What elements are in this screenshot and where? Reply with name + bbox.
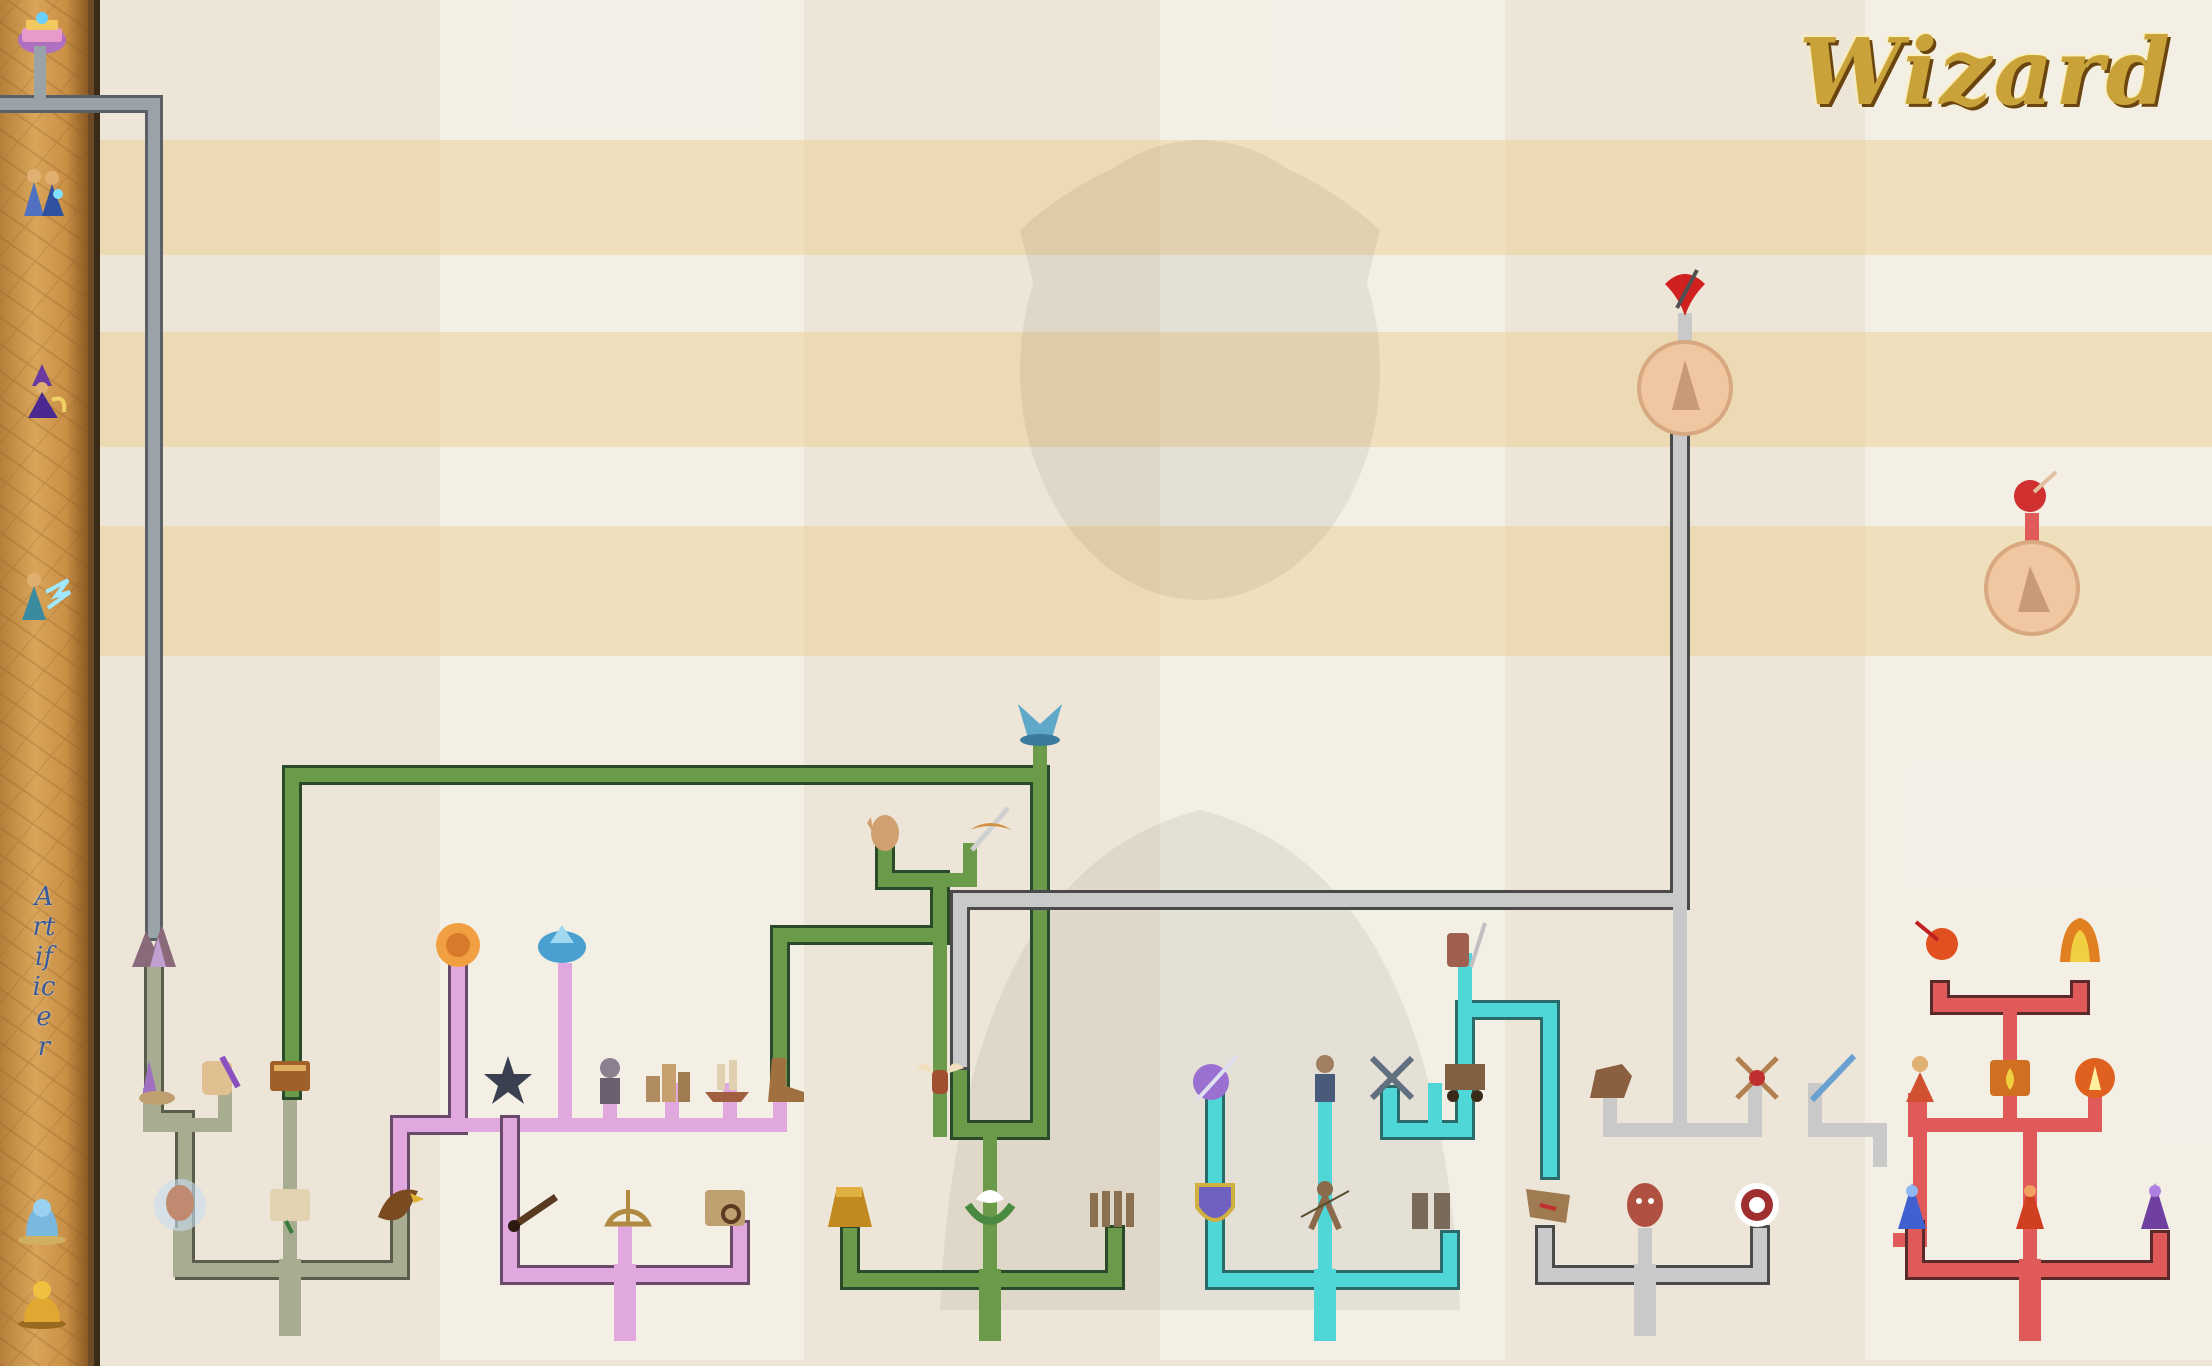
bald-sage-icon[interactable] (152, 1177, 208, 1233)
knight-icon[interactable] (1297, 1050, 1353, 1106)
flame-burst-icon[interactable] (1912, 914, 1968, 970)
gray-branch (0, 52, 154, 932)
shadow-statue-icon[interactable] (2127, 1177, 2183, 1233)
spyglass-icon[interactable] (504, 1180, 560, 1236)
fire-scroll-icon[interactable] (1982, 1050, 2038, 1106)
fire-orb-icon[interactable] (2067, 1050, 2123, 1106)
crystal-cave-icon[interactable] (126, 917, 182, 973)
white-branch (960, 320, 2032, 1325)
magic-shield-icon[interactable] (1187, 1177, 1243, 1233)
eagle-icon[interactable] (370, 1177, 426, 1233)
winged-fist-icon[interactable] (912, 1052, 968, 1108)
paladin-icon[interactable] (1437, 917, 1493, 973)
tome-icon[interactable] (262, 1047, 318, 1103)
olive-branch (150, 960, 400, 1325)
siege-cart-icon[interactable] (1437, 1050, 1493, 1106)
fleet-icon[interactable] (699, 1052, 755, 1108)
war-map-icon[interactable] (1520, 1177, 1576, 1233)
scout-icon[interactable] (582, 1052, 638, 1108)
fire-wand-icon[interactable] (2004, 466, 2060, 522)
ice-sword-icon[interactable] (1804, 1050, 1860, 1106)
purple-crystal-icon[interactable] (127, 1052, 183, 1108)
horse-icon[interactable] (1582, 1050, 1638, 1106)
target-icon[interactable] (1729, 1177, 1785, 1233)
archer-icon[interactable] (1297, 1177, 1353, 1233)
militia-icon[interactable] (1404, 1177, 1460, 1233)
crossed-swords-icon[interactable] (1729, 1050, 1785, 1106)
open-scroll-icon[interactable] (262, 1177, 318, 1233)
elf-portrait-icon[interactable] (857, 805, 913, 861)
scroll-bundle-icon[interactable] (192, 1047, 248, 1103)
city-icon[interactable] (640, 1052, 696, 1108)
dove-wreath-icon[interactable] (962, 1177, 1018, 1233)
fire-mage-icon[interactable] (1892, 1050, 1948, 1106)
red-branch (1900, 990, 2160, 1330)
rage-face-icon[interactable] (1617, 1177, 1673, 1233)
map-scroll-icon[interactable] (697, 1180, 753, 1236)
sun-emblem-icon[interactable] (430, 917, 486, 973)
boot-icon[interactable] (754, 1052, 810, 1108)
pink-branch (400, 970, 780, 1330)
arms-icon[interactable] (1364, 1050, 1420, 1106)
crystal-array-icon[interactable] (534, 917, 590, 973)
soldier-rank-icon[interactable] (1084, 1177, 1140, 1233)
flame-wall-icon[interactable] (2052, 912, 2108, 968)
winged-sword-icon[interactable] (962, 800, 1018, 856)
frost-statue-icon[interactable] (1884, 1177, 1940, 1233)
gold-pile-icon[interactable] (822, 1177, 878, 1233)
magic-blade-icon[interactable] (1187, 1050, 1243, 1106)
dark-star-icon[interactable] (480, 1052, 536, 1108)
fire-statue-icon[interactable] (2002, 1177, 2058, 1233)
sextant-icon[interactable] (600, 1180, 656, 1236)
phoenix-blade-icon[interactable] (1657, 264, 1713, 320)
angel-statue-icon[interactable] (1012, 694, 1068, 750)
cyan-branch (1215, 960, 1550, 1330)
